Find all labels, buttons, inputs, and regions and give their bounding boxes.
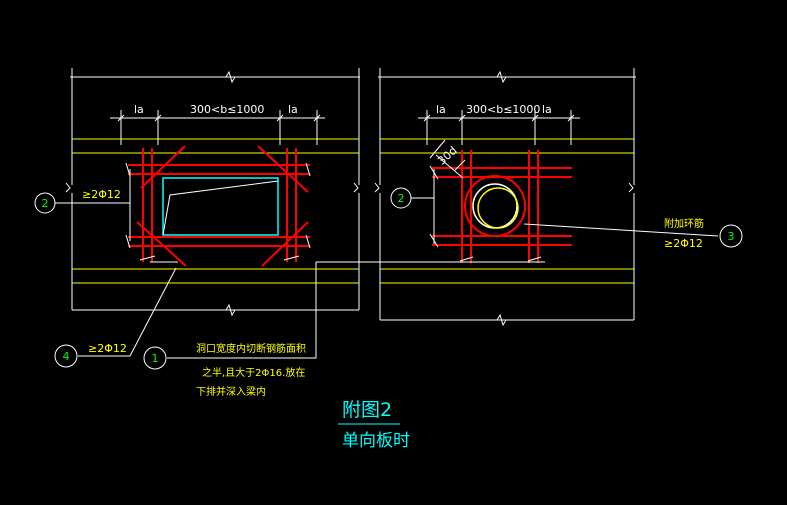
left-rebar-ticks xyxy=(125,162,311,261)
left-callout-2-text: ≥2Φ12 xyxy=(82,188,121,201)
right-beams xyxy=(380,138,634,284)
callout-1-num: 1 xyxy=(152,352,159,365)
right-dim-range: 300<b≤1000 xyxy=(466,103,540,116)
left-dim-range: 300<b≤1000 xyxy=(190,103,264,116)
right-dim-la-right: la xyxy=(542,103,552,116)
right-rebars xyxy=(432,150,572,263)
note-line-3: 下排并深入梁内 xyxy=(196,385,266,398)
left-dim-la-left: la xyxy=(134,103,144,116)
ring-text: ≥2Φ12 xyxy=(664,237,703,250)
callout-2-right-num: 2 xyxy=(398,192,405,205)
note-line-1: 洞口宽度内切断钢筋面积 xyxy=(196,342,306,355)
right-leaders xyxy=(316,169,719,263)
right-dim-la-left: la xyxy=(436,103,446,116)
callout-1: 1 xyxy=(143,346,167,370)
left-detail: la 300<b≤1000 la xyxy=(34,68,360,398)
callout-2-right: 2 xyxy=(390,187,412,209)
callout-4: 4 xyxy=(54,344,78,368)
right-tick-marks xyxy=(429,165,542,262)
left-rebars xyxy=(128,145,310,267)
left-opening xyxy=(162,177,279,236)
left-dim-la-right: la xyxy=(288,103,298,116)
callout-3-num: 3 xyxy=(728,230,735,243)
right-boundaries xyxy=(374,86,635,327)
left-callout-4-text: ≥2Φ12 xyxy=(88,342,127,355)
left-opening-break xyxy=(162,180,279,236)
left-top-dimension xyxy=(70,68,360,86)
right-opening xyxy=(472,183,519,229)
drawing-title: 附图2 单向板时 xyxy=(338,399,410,451)
right-30d-dimension xyxy=(429,139,466,179)
title-sub: 单向板时 xyxy=(342,431,410,451)
note-line-2: 之半,且大于2Φ16.放在 xyxy=(202,366,305,379)
left-leaders xyxy=(55,169,317,359)
callout-4-num: 4 xyxy=(63,350,70,363)
right-detail: la 300<b≤1000 la 30d xyxy=(316,68,743,327)
callout-2-left: 2 xyxy=(34,192,56,214)
callout-3: 3 xyxy=(719,224,743,248)
right-sub-dimension xyxy=(418,110,580,145)
left-beams xyxy=(72,138,359,284)
ring-label: 附加环筋 xyxy=(664,217,704,230)
title-main: 附图2 xyxy=(342,399,392,421)
left-boundaries xyxy=(65,86,360,317)
callout-2-left-num: 2 xyxy=(42,197,49,210)
right-top-dimension xyxy=(378,68,636,86)
left-sub-dimension xyxy=(110,110,325,145)
